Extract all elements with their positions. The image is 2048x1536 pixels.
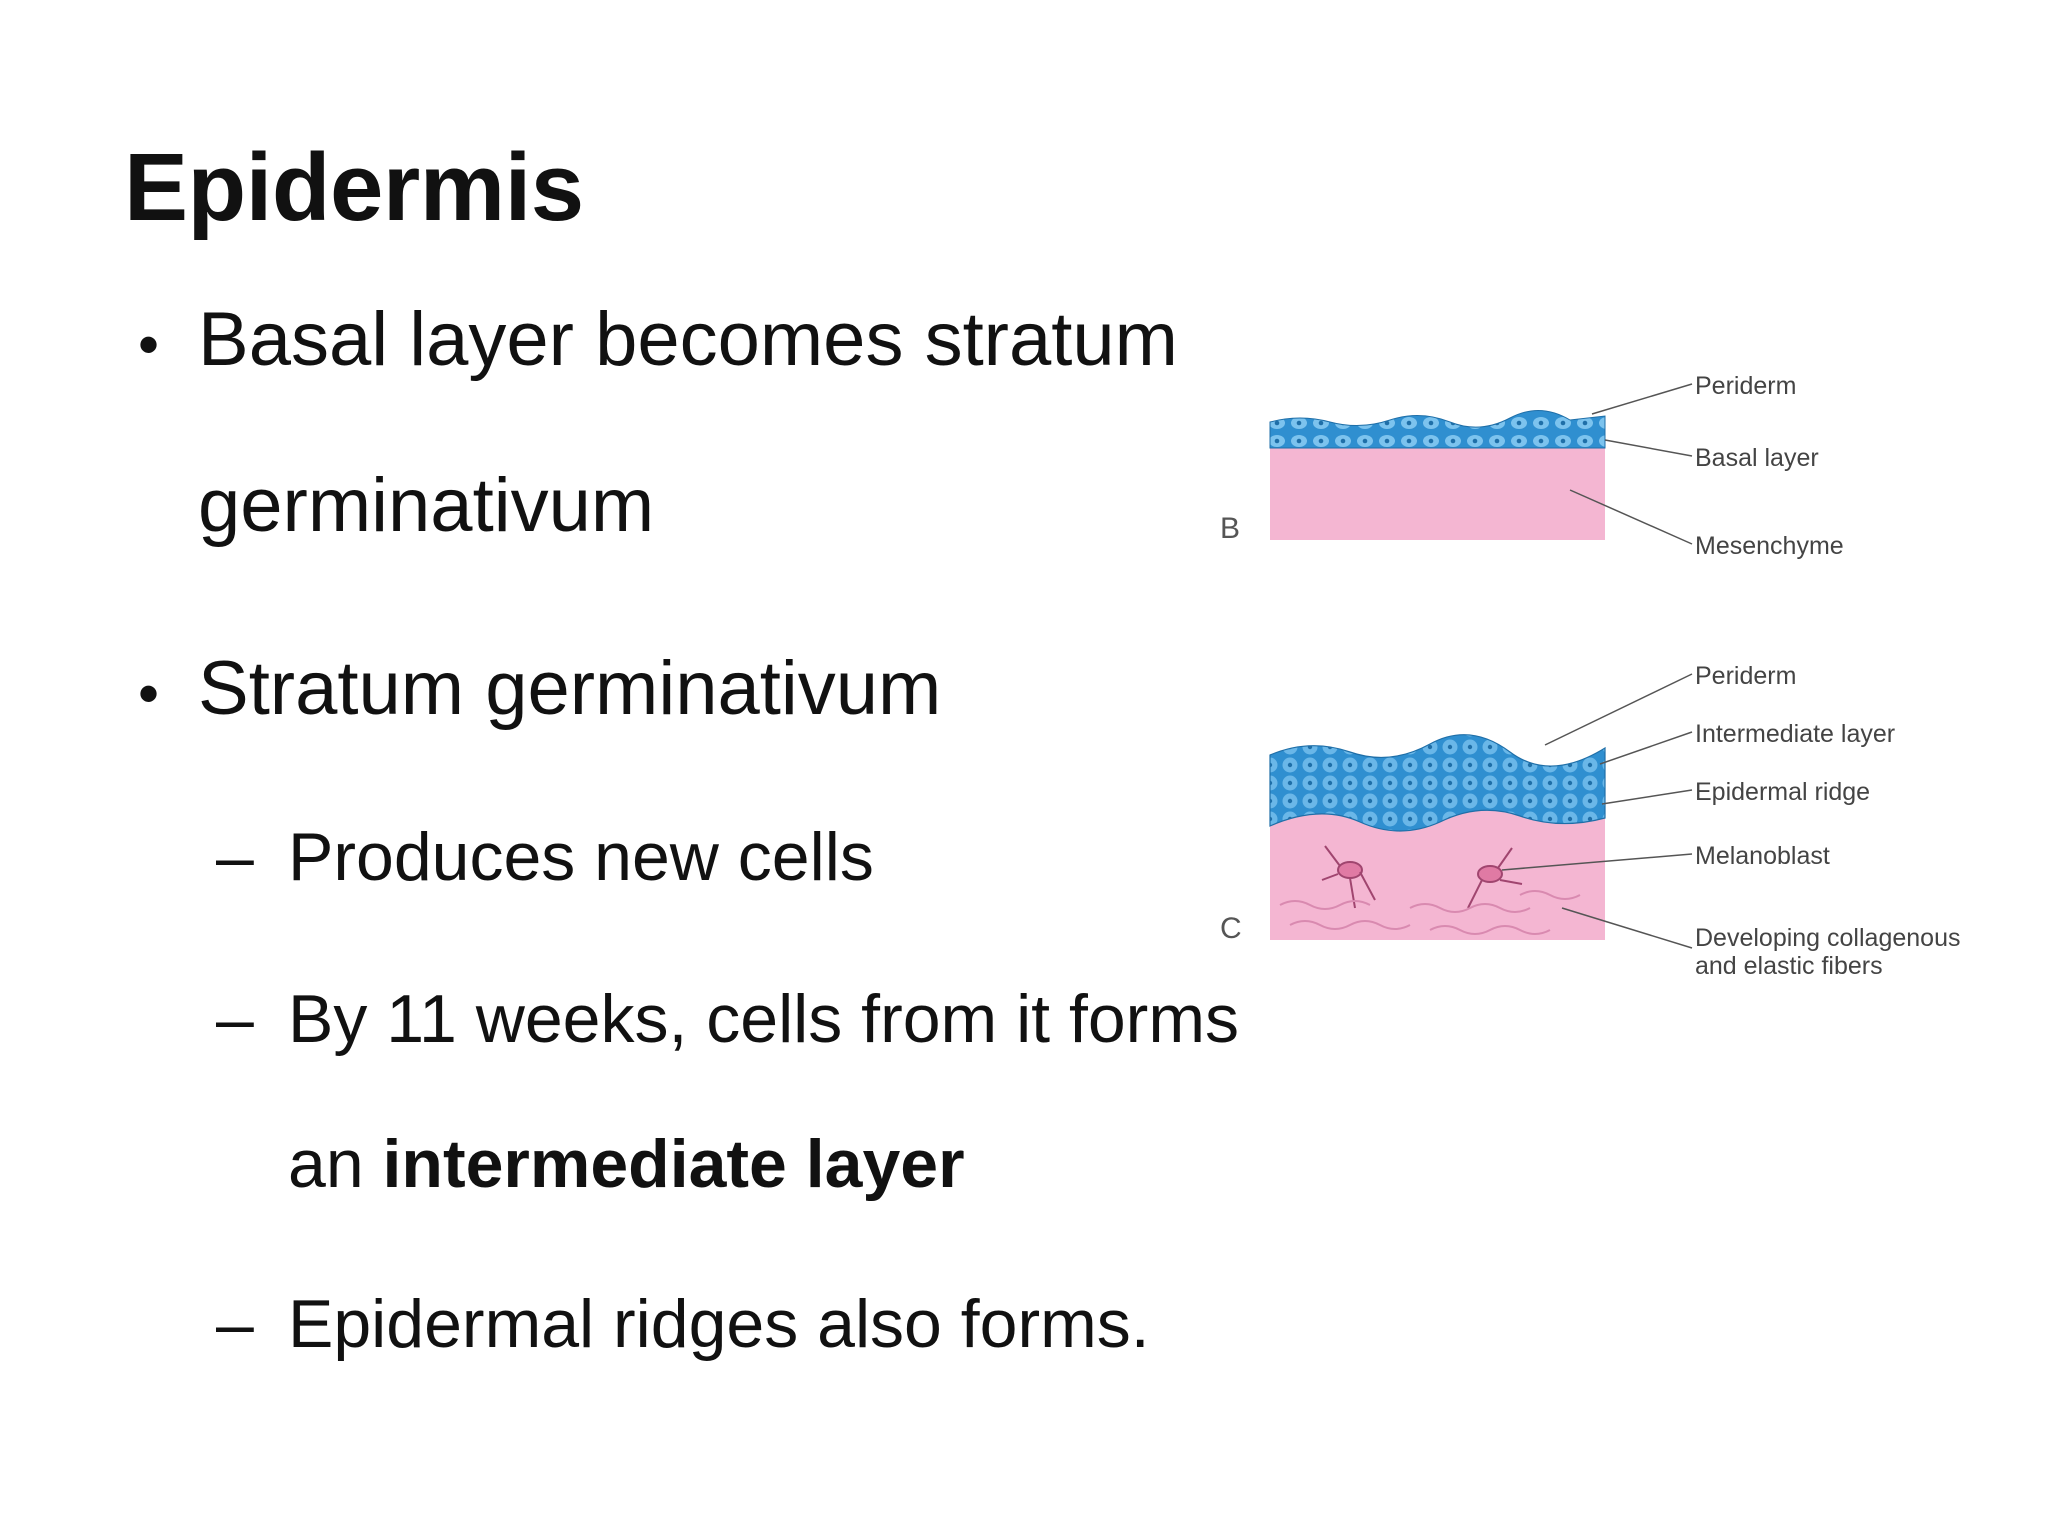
leader-line [1591, 383, 1693, 415]
dash-glyph: – [216, 819, 254, 895]
label-epidermal-ridge: Epidermal ridge [1695, 778, 1870, 806]
sub-item-2-line-2: an intermediate layer [288, 1130, 965, 1198]
label-mesenchyme: Mesenchyme [1695, 532, 1844, 560]
panel-b-letter: B [1220, 512, 1240, 545]
panel-c: C Periderm Intermediate layer Epidermal … [1220, 662, 1960, 980]
leader-line [1601, 789, 1693, 805]
leader-line [1561, 907, 1693, 949]
label-developing-fibers-2: and elastic fibers [1695, 952, 1883, 980]
bullet-2-line-1: Stratum germinativum [198, 646, 942, 731]
bullet-glyph: • [138, 660, 160, 727]
leader-line [1604, 439, 1693, 457]
basal-layer-cells [1269, 409, 1606, 449]
label-developing-fibers-1: Developing collagenous [1695, 924, 1960, 952]
mesenchyme-region [1270, 440, 1605, 540]
sub-item-2-line-1: By 11 weeks, cells from it forms [288, 981, 1239, 1057]
sub-item-2-bold: intermediate layer [382, 1126, 965, 1202]
sub-item-2-plain: an [288, 1126, 383, 1202]
figure-svg: B Periderm Basal layer Mesenchyme [1220, 372, 1960, 980]
dash-glyph: – [216, 1286, 254, 1362]
epidermis-development-figure: B Periderm Basal layer Mesenchyme [1200, 360, 2048, 1010]
label-intermediate-layer: Intermediate layer [1695, 720, 1895, 748]
label-periderm-b: Periderm [1695, 372, 1796, 400]
panel-b: B Periderm Basal layer Mesenchyme [1220, 372, 1844, 560]
melanoblast [1467, 847, 1523, 909]
label-basal-layer: Basal layer [1695, 444, 1819, 472]
label-periderm-c: Periderm [1695, 662, 1796, 690]
leader-line [1569, 489, 1693, 545]
label-melanoblast: Melanoblast [1695, 842, 1830, 870]
sub-item-3: Epidermal ridges also forms. [288, 1286, 1150, 1362]
intermediate-layer-cells [1269, 734, 1606, 832]
slide-title: Epidermis [124, 134, 584, 241]
leader-line [1501, 853, 1693, 871]
bullet-1-line-1: Basal layer becomes stratum [198, 297, 1178, 382]
sub-item-1: Produces new cells [288, 819, 874, 895]
bullet-1-line-2: germinativum [198, 463, 655, 548]
collagenous-fibers [1279, 890, 1581, 935]
leader-line [1599, 731, 1693, 765]
melanoblast [1321, 845, 1376, 909]
bullet-glyph: • [138, 311, 160, 378]
dash-glyph: – [216, 981, 254, 1057]
panel-c-letter: C [1220, 912, 1242, 945]
leader-line [1544, 673, 1693, 746]
